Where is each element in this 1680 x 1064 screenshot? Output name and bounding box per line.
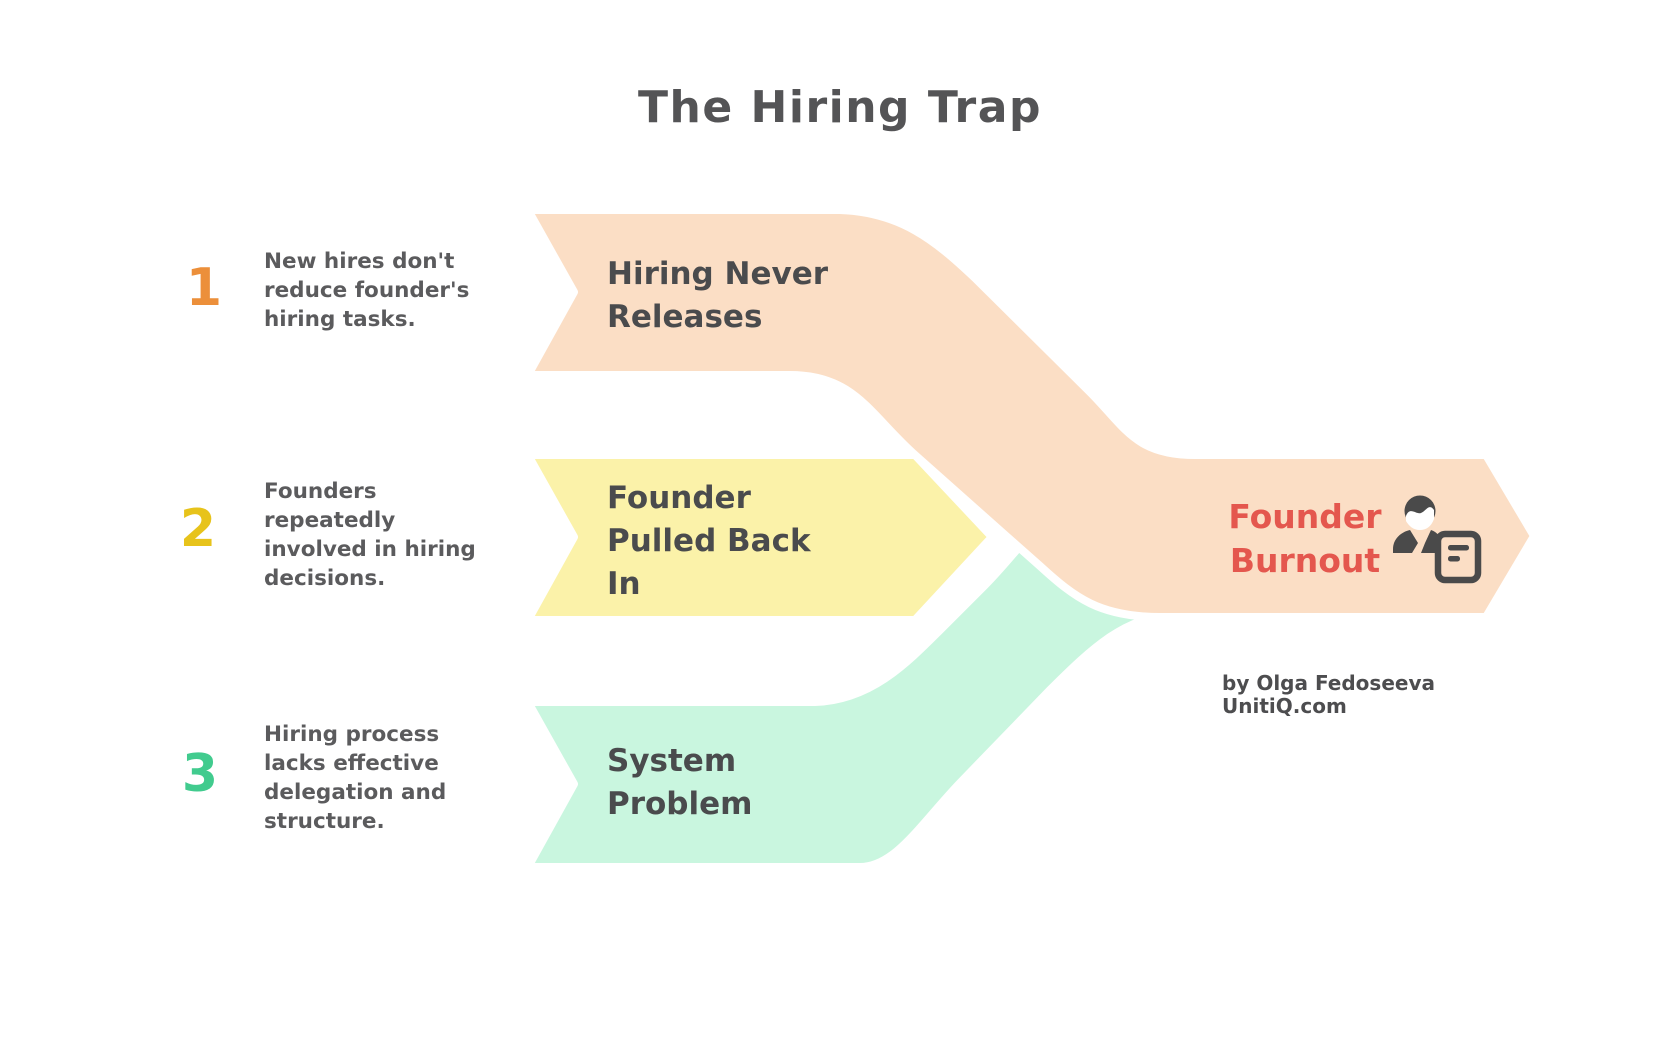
cause-3-number: 3 xyxy=(181,744,219,804)
cause-3-line-4: structure. xyxy=(264,809,385,834)
cause-3-description: Hiring process lacks effective delegatio… xyxy=(264,720,489,836)
band-1-label-line-2: Releases xyxy=(607,299,763,335)
band-1-label-line-1: Hiring Never xyxy=(607,256,829,292)
cause-1-description: New hires don't reduce founder's hiring … xyxy=(264,247,489,334)
outcome-line-2: Burnout xyxy=(1229,541,1381,580)
band-label-hiring-never-releases: Hiring Never Releases xyxy=(607,253,828,339)
ribbon-hiring-never-releases xyxy=(524,206,1538,621)
cause-1-line-2: reduce founder's xyxy=(264,278,470,303)
cause-2-line-1: Founders xyxy=(264,479,377,504)
cause-1-line-1: New hires don't xyxy=(264,249,455,274)
cause-1-number: 1 xyxy=(185,258,223,318)
page-title: The Hiring Trap xyxy=(638,82,1042,133)
outcome-label-founder-burnout: Founder Burnout xyxy=(1190,495,1420,583)
cause-2-line-2: repeatedly xyxy=(264,508,396,533)
band-label-founder-pulled-back-in: Founder Pulled Back In xyxy=(607,477,811,606)
band-3-label-line-1: System xyxy=(607,743,737,779)
outcome-line-1: Founder xyxy=(1228,497,1382,536)
attribution-author: by Olga Fedoseeva xyxy=(1222,671,1435,695)
band-2-label-line-3: In xyxy=(607,566,641,602)
person-shoulder-left xyxy=(1393,530,1418,553)
cause-2-line-4: decisions. xyxy=(264,566,386,591)
cause-2-description: Founders repeatedly involved in hiring d… xyxy=(264,477,489,593)
cause-1-line-3: hiring tasks. xyxy=(264,307,416,332)
cause-2-line-3: involved in hiring xyxy=(264,537,476,562)
person-face xyxy=(1406,507,1434,530)
person-with-document-icon xyxy=(1393,495,1482,584)
document-line-short xyxy=(1448,556,1460,562)
cause-3-line-1: Hiring process xyxy=(264,722,440,747)
document-line-long xyxy=(1448,545,1469,551)
cause-2-number: 2 xyxy=(179,499,217,559)
attribution: by Olga Fedoseeva UnitiQ.com xyxy=(1222,672,1435,718)
band-2-label-line-1: Founder xyxy=(607,480,751,516)
band-2-label-line-2: Pulled Back xyxy=(607,523,811,559)
band-label-system-problem: System Problem xyxy=(607,740,752,826)
cause-3-line-2: lacks effective xyxy=(264,751,439,776)
cause-3-line-3: delegation and xyxy=(264,780,447,805)
attribution-site: UnitiQ.com xyxy=(1222,694,1347,718)
band-3-label-line-2: Problem xyxy=(607,786,753,822)
